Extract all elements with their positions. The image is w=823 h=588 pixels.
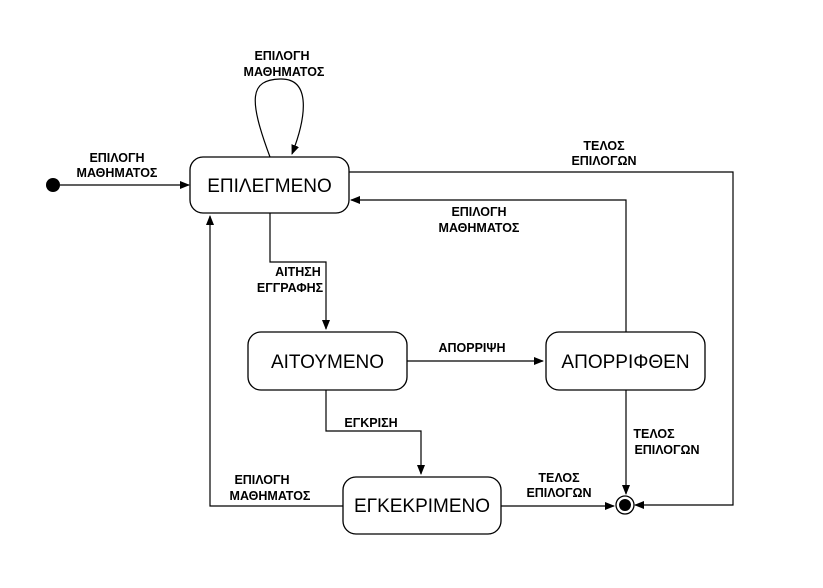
label-end-from-selected-line-2: ΕΠΙΛΟΓΩΝ <box>571 154 636 168</box>
label-end-from-rejected: ΤΕΛΟΣ ΕΠΙΛΟΓΩΝ <box>633 427 699 457</box>
label-self-loop: ΕΠΙΛΟΓΗ ΜΑΘΗΜΑΤΟΣ <box>244 49 325 79</box>
edge-rejected-to-selected <box>350 196 627 332</box>
label-request-line-2: ΕΓΓΡΑΦΗΣ <box>257 281 324 295</box>
label-end-from-selected: ΤΕΛΟΣ ΕΠΙΛΟΓΩΝ <box>571 139 636 168</box>
state-requested-label: ΑΙΤΟΥΜΕΝΟ <box>271 352 384 373</box>
label-approved-to-selected-line-1: ΕΠΙΛΟΓΗ <box>234 473 289 487</box>
label-rejected-to-selected-line-2: ΜΑΘΗΜΑΤΟΣ <box>439 221 520 235</box>
edge-selected-self-loop <box>254 78 304 158</box>
label-initial-line-2: ΜΑΘΗΜΑΤΟΣ <box>77 166 158 180</box>
edge-approved-to-selected <box>206 215 343 507</box>
label-end-from-rejected-line-1: ΤΕΛΟΣ <box>633 427 675 441</box>
state-selected: ΕΠΙΛΕΓΜΕΝΟ <box>189 156 350 214</box>
label-request: ΑΙΤΗΣΗ ΕΓΓΡΑΦΗΣ <box>257 265 324 295</box>
label-approved-to-selected: ΕΠΙΛΟΓΗ ΜΑΘΗΜΑΤΟΣ <box>230 473 311 503</box>
label-rejected-to-selected-line-1: ΕΠΙΛΟΓΗ <box>451 205 506 219</box>
label-initial: ΕΠΙΛΟΓΗ ΜΑΘΗΜΑΤΟΣ <box>77 151 158 180</box>
label-end-from-approved: ΤΕΛΟΣ ΕΠΙΛΟΓΩΝ <box>526 471 591 500</box>
label-rejected-to-selected: ΕΠΙΛΟΓΗ ΜΑΘΗΜΑΤΟΣ <box>439 205 520 235</box>
label-request-line-1: ΑΙΤΗΣΗ <box>275 265 321 279</box>
label-reject: ΑΠΟΡΡΙΨΗ <box>438 341 505 355</box>
label-end-from-rejected-line-2: ΕΠΙΛΟΓΩΝ <box>634 443 699 457</box>
final-state <box>615 495 635 515</box>
state-rejected-label: ΑΠΟΡΡΙΦΘΕΝ <box>561 352 689 373</box>
state-requested: ΑΙΤΟΥΜΕΝΟ <box>247 331 408 391</box>
label-end-from-approved-line-2: ΕΠΙΛΟΓΩΝ <box>526 486 591 500</box>
label-approve: ΕΓΚΡΙΣΗ <box>344 416 397 430</box>
label-end-from-selected-line-1: ΤΕΛΟΣ <box>583 139 625 153</box>
label-self-loop-line-1: ΕΠΙΛΟΓΗ <box>254 49 309 63</box>
label-approved-to-selected-line-2: ΜΑΘΗΜΑΤΟΣ <box>230 489 311 503</box>
state-selected-label: ΕΠΙΛΕΓΜΕΝΟ <box>207 176 332 197</box>
state-approved: ΕΓΚΕΚΡΙΜΕΝΟ <box>342 476 502 535</box>
edge-requested-to-approved <box>325 390 425 475</box>
edge-selected-to-final <box>349 171 734 509</box>
state-rejected: ΑΠΟΡΡΙΦΘΕΝ <box>545 331 706 391</box>
edge-selected-to-requested <box>269 213 330 330</box>
label-self-loop-line-2: ΜΑΘΗΜΑΤΟΣ <box>244 65 325 79</box>
label-initial-line-1: ΕΠΙΛΟΓΗ <box>89 151 144 165</box>
state-approved-label: ΕΓΚΕΚΡΙΜΕΝΟ <box>354 496 490 517</box>
initial-state-dot <box>46 178 60 192</box>
label-end-from-approved-line-1: ΤΕΛΟΣ <box>538 471 580 485</box>
